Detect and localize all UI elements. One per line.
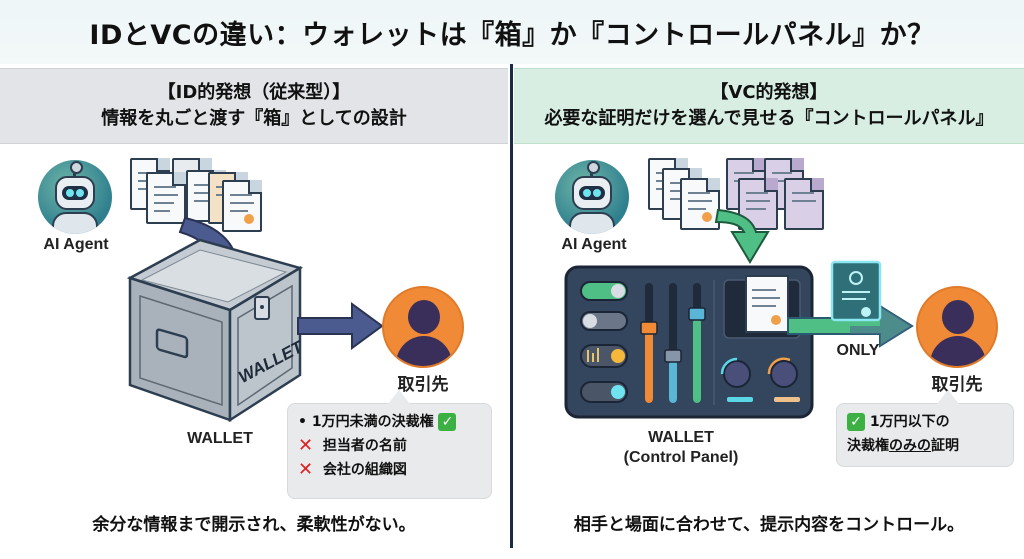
recipient-avatar-icon [382, 286, 464, 368]
org-chart-document-icon [784, 178, 824, 230]
left-column-header: 【ID的発想（従来型）】 情報を丸ごと渡す『箱』としての設計 [0, 68, 508, 144]
right-footer-text: 相手と場面に合わせて、提示内容をコントロール。 [573, 515, 965, 535]
callout-item-denied: ✕ 会社の組織図 [298, 458, 481, 482]
selected-certificate-icon [745, 275, 789, 333]
green-down-arrow-icon [714, 208, 770, 264]
slider-handle [688, 307, 706, 321]
callout-line2-prefix: 決裁権 [847, 438, 889, 454]
column-divider [510, 64, 513, 548]
cross-icon: ✕ [298, 459, 314, 480]
right-wallet-label-line2: (Control Panel) [623, 449, 739, 466]
check-icon: ✓ [847, 413, 865, 431]
certificate-document-icon [680, 178, 720, 230]
only-label: ONLY [836, 342, 880, 359]
robot-avatar-icon [38, 160, 112, 234]
robot-avatar-icon [555, 160, 629, 234]
slider-handle [640, 321, 658, 335]
recipient-avatar-icon [916, 286, 998, 368]
right-heading-line2: 必要な証明だけを選んで見せる『コントロールパネル』 [544, 108, 994, 129]
callout-line2-emphasis: のみの [889, 438, 931, 454]
callout-line2-suffix: 証明 [931, 438, 959, 454]
check-icon: ✓ [438, 413, 457, 431]
left-agent-label: AI Agent [43, 236, 109, 253]
slider-handle [664, 349, 682, 363]
knob [770, 360, 798, 388]
wallet-box-illustration: WALLET [126, 216, 384, 423]
control-panel-illustration [564, 208, 914, 419]
right-agent-label: AI Agent [561, 236, 627, 253]
item-text: 1万円未満の決裁権 [311, 414, 434, 430]
title-band: IDとVCの違い：ウォレットは『箱』か『コントロールパネル』か？ [0, 0, 1024, 64]
knob [723, 360, 751, 388]
callout-item-denied: ✕ 担当者の名前 [298, 434, 481, 458]
left-wallet-label: WALLET [187, 430, 253, 447]
right-heading-line1: 【VC的発想】 [710, 82, 828, 103]
right-disclosure-callout: ✓ 1万円以下の 決裁権のみの証明 [836, 390, 1014, 467]
item-text: 担当者の名前 [322, 438, 407, 454]
right-arrow-icon [297, 302, 384, 350]
document-icon [146, 172, 186, 224]
left-heading-line2: 情報を丸ごと渡す『箱』としての設計 [101, 108, 407, 129]
left-recipient-label: 取引先 [397, 375, 449, 394]
right-wallet-label-line1: WALLET [648, 429, 714, 446]
right-recipient-label: 取引先 [931, 375, 983, 394]
cross-icon: ✕ [298, 435, 314, 456]
right-column-header: 【VC的発想】 必要な証明だけを選んで見せる『コントロールパネル』 [514, 68, 1024, 144]
right-wallet-label: WALLET (Control Panel) [596, 428, 766, 468]
callout-item-allowed: • 1万円未満の決裁権 ✓ [298, 410, 481, 434]
box-right-face [228, 265, 302, 423]
callout-line1-text: 1万円以下の [869, 414, 950, 430]
left-footer-text: 余分な情報まで開示され、柔軟性がない。 [92, 515, 416, 535]
left-heading-line1: 【ID的発想（従来型）】 [157, 82, 351, 103]
page-title: IDとVCの違い：ウォレットは『箱』か『コントロールパネル』か？ [89, 19, 935, 51]
left-disclosure-callout: • 1万円未満の決裁権 ✓ ✕ 担当者の名前 ✕ 会社の組織図 [287, 390, 492, 499]
item-text: 会社の組織図 [322, 462, 407, 478]
box-handle-icon [155, 328, 189, 359]
bullet: • [298, 414, 307, 430]
callout-line1: ✓ 1万円以下の [847, 410, 1003, 434]
callout-line2: 決裁権のみの証明 [847, 434, 1003, 458]
certificate-document-icon [222, 180, 262, 232]
